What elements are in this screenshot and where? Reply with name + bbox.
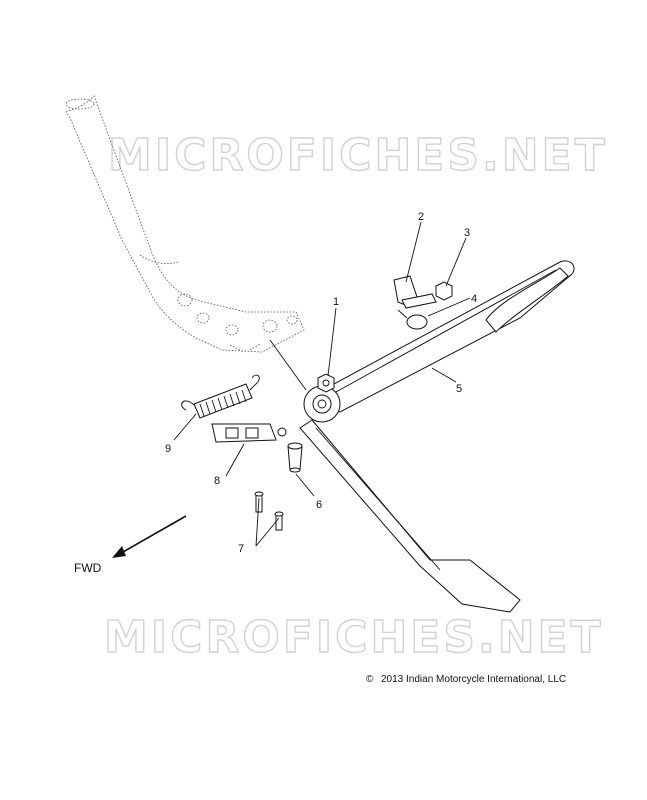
callout-5: 5 <box>456 383 462 395</box>
watermark-top: MICROFICHES.NET <box>108 130 608 181</box>
leader-3 <box>445 237 467 287</box>
frame-tube-ghost <box>65 95 305 353</box>
return-spring <box>181 374 260 419</box>
side-stand <box>299 260 575 613</box>
callout-3: 3 <box>464 227 470 239</box>
watermark-bottom: MICROFICHES.NET <box>104 612 604 663</box>
bracket-nut <box>435 281 453 301</box>
copyright-text: 2013 Indian Motorcycle International, LL… <box>381 674 566 685</box>
switch-pin <box>287 442 303 473</box>
copyright-line: © 2013 Indian Motorcycle International, … <box>366 674 566 685</box>
switch-screws <box>254 491 284 531</box>
callout-4: 4 <box>471 293 477 305</box>
leader-5 <box>431 367 457 383</box>
leader-8 <box>225 443 245 477</box>
pivot-nut <box>317 373 335 393</box>
callout-9: 9 <box>165 443 171 455</box>
fwd-label: FWD <box>74 561 102 575</box>
callout-6: 6 <box>316 499 322 511</box>
callout-8: 8 <box>214 475 220 487</box>
fwd-arrow-icon <box>112 515 187 558</box>
leader-1 <box>327 307 337 377</box>
kickstand-switch <box>211 423 287 443</box>
leader-6 <box>295 473 315 497</box>
callout-1: 1 <box>333 296 339 308</box>
rubber-bumper <box>397 309 428 330</box>
leader-7 <box>255 497 280 547</box>
stop-bracket <box>393 275 437 309</box>
copyright-symbol: © <box>366 674 374 685</box>
leader-9 <box>173 413 197 441</box>
callout-2: 2 <box>418 211 424 223</box>
callout-7: 7 <box>238 543 244 555</box>
leader-2 <box>405 221 422 283</box>
pivot-leader-line <box>269 339 307 391</box>
leader-4 <box>427 297 471 317</box>
